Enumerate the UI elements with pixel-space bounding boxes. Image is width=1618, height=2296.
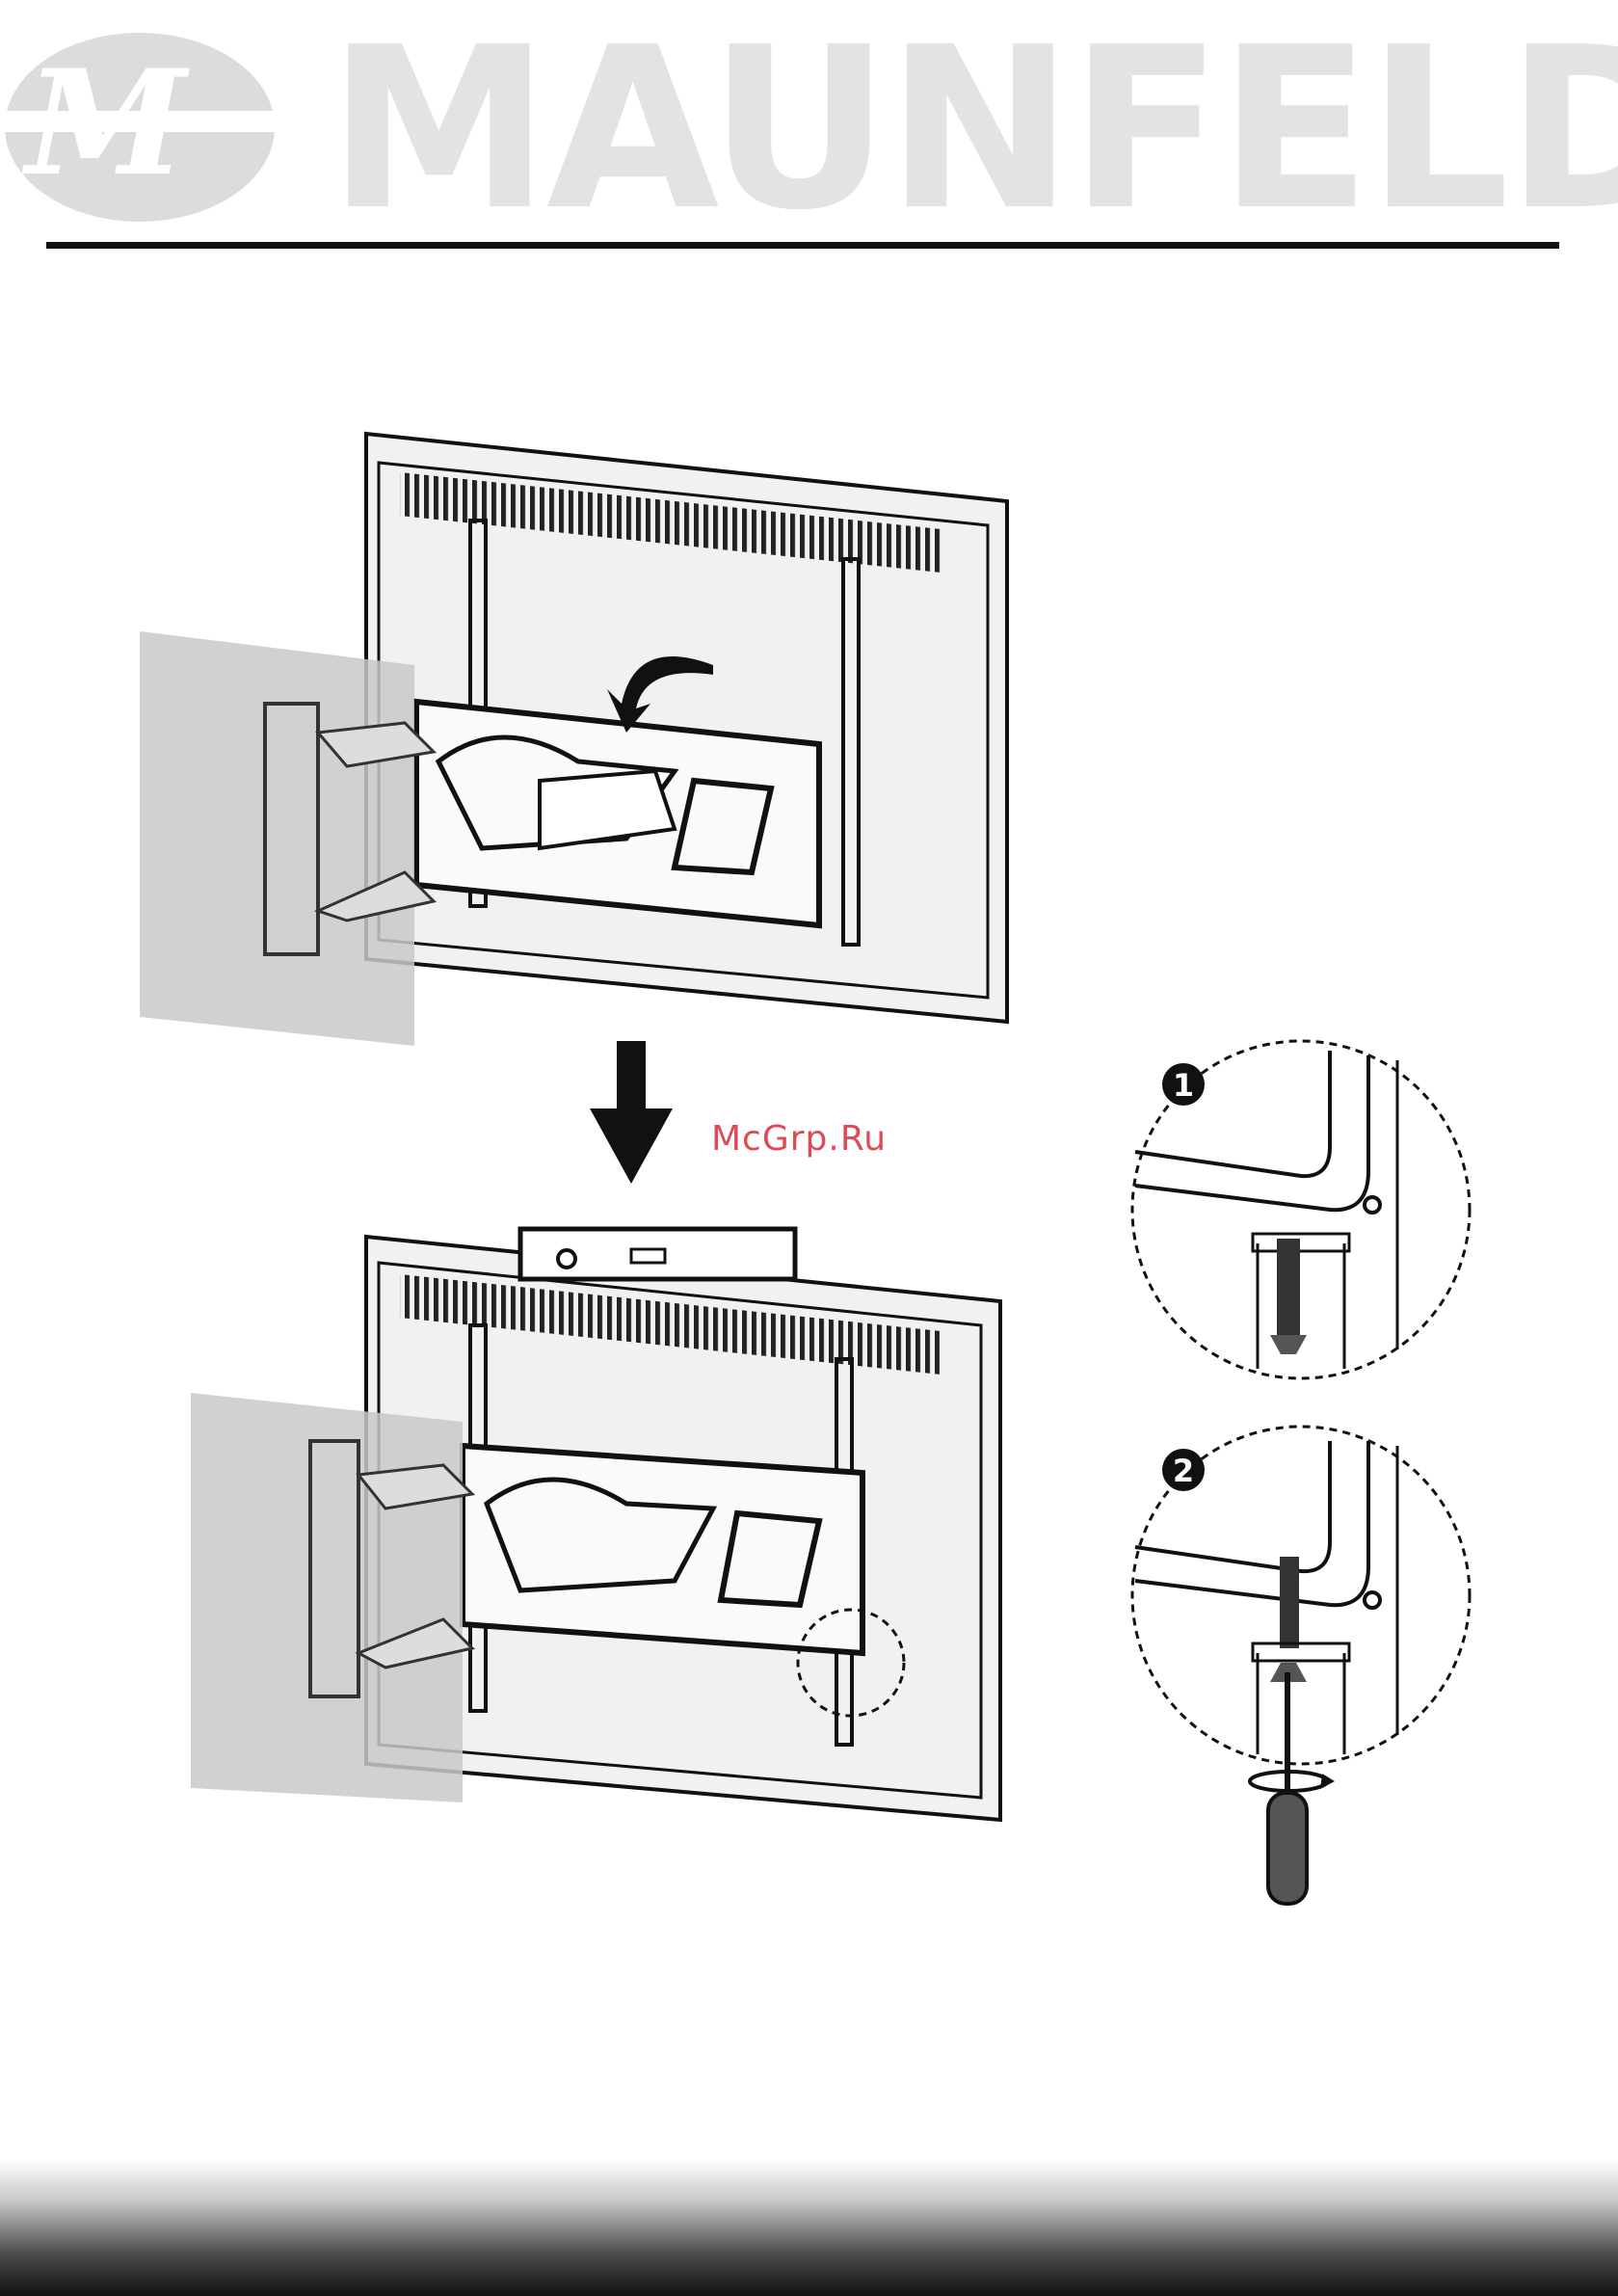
watermark-text: McGrp.Ru (711, 1119, 887, 1159)
tv-top (366, 434, 1007, 1022)
wall-top (140, 631, 434, 1046)
step-number-2: 2 (1173, 1453, 1194, 1489)
footer-bar (0, 2159, 1618, 2296)
step-number-1: 1 (1173, 1067, 1194, 1104)
wall-bottom (191, 1393, 472, 1802)
down-arrow-icon (590, 1041, 673, 1184)
tv-wall-plate-bottom (463, 1446, 862, 1653)
detail-callout-2: 2 (1132, 1427, 1470, 1764)
detail-callout-1: 1 (1132, 1041, 1470, 1378)
